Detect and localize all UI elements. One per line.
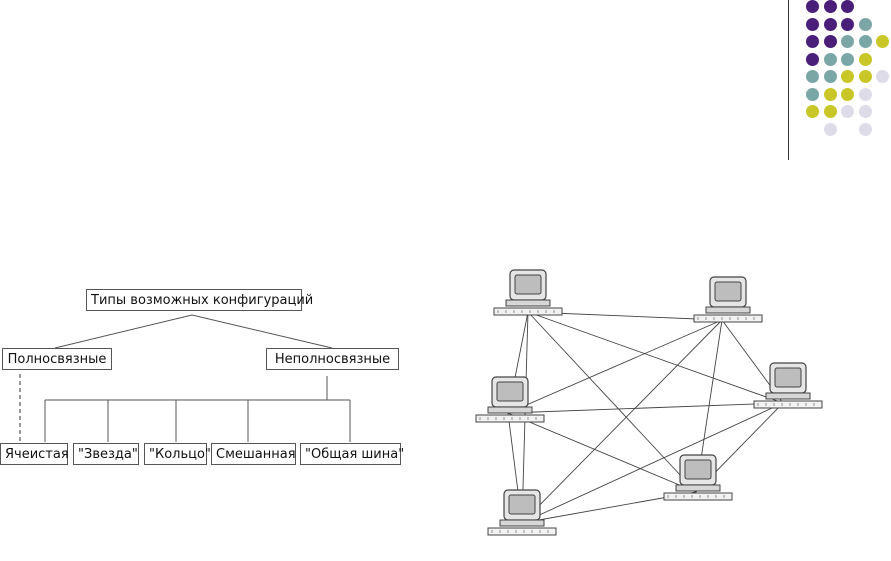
decorative-dot [823,87,837,101]
mesh-link [521,319,723,524]
decorative-dot [858,87,872,101]
mesh-link [507,402,784,414]
decorative-dot [858,17,872,31]
mesh-link [527,311,784,404]
decorative-dot [806,87,819,101]
decorative-dot [858,122,872,136]
decorative-dot [841,17,854,31]
decorative-dot [823,122,837,136]
tree-connectors [19,314,351,442]
computer-4-icon [475,376,545,423]
tree-root: Типы возможных конфигураций [86,289,313,311]
decorative-dot [858,35,872,48]
decorative-dot [876,70,889,83]
computer-5-icon [663,454,733,501]
header-divider-line [788,0,789,160]
tree-leaf-bus: "Общая шина" [300,443,404,465]
decorative-dot [806,70,819,83]
tree-leaf-star: "Звезда" [73,443,139,465]
decorative-dot [806,105,819,118]
mesh-link [507,412,697,493]
decorative-dot [806,52,819,66]
computer-3-icon [753,362,823,409]
mesh-link [521,402,784,524]
decorative-dot [823,35,837,48]
computer-6-icon [487,489,557,536]
computer-1-icon [493,269,563,316]
decorative-dot [806,35,819,48]
decorative-dot [841,70,854,83]
tree-leaf-mesh: Ячеистая [0,443,69,465]
tree-leaf-ring: "Кольцо" [144,443,211,465]
decorative-dot [823,0,837,13]
mesh-link [507,319,723,414]
decorative-dot [823,52,837,66]
decorative-dot [858,70,872,83]
decorative-dot [806,0,819,13]
full-mesh-network-diagram [475,269,823,536]
tree-branch-right: Неполносвязные [266,348,399,370]
mesh-link [527,311,697,493]
tree-leaf-mixed: Смешанная [211,443,296,465]
decorative-dot [858,52,872,66]
decorative-dot [841,35,854,48]
decorative-dot [876,35,889,48]
computer-2-icon [693,276,763,323]
decorative-dot [841,52,854,66]
tree-branch-left: Полносвязные [2,348,112,370]
decorative-dot-grid [800,0,891,140]
decorative-dot [823,105,837,118]
decorative-dot [841,105,854,118]
decorative-dot [858,105,872,118]
decorative-dot [841,87,854,101]
decorative-dot [823,70,837,83]
decorative-dot [806,17,819,31]
decorative-dot [823,17,837,31]
decorative-dot [841,0,854,13]
